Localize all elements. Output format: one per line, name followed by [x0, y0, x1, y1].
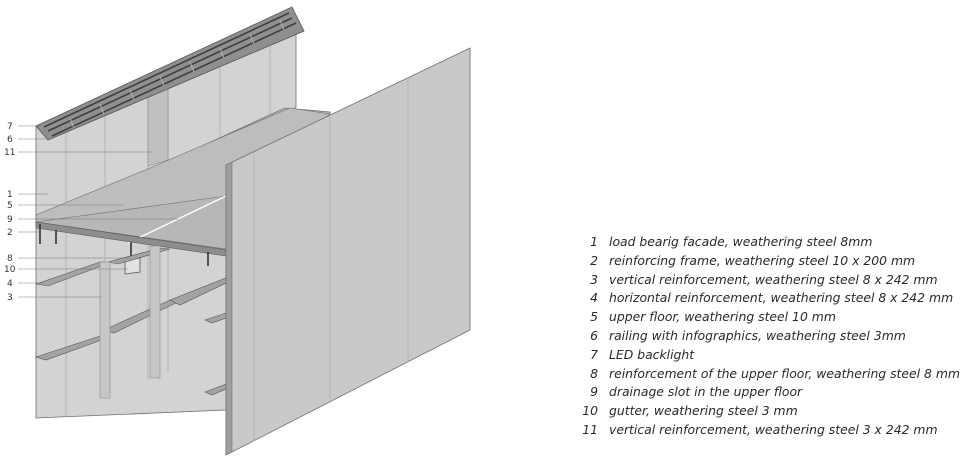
legend-number: 9: [590, 384, 598, 400]
grating-cross-bars: [69, 19, 285, 129]
legend-number: 4: [590, 290, 598, 306]
front-facade-joints: [253, 78, 409, 441]
legend-item: 6 railing with infographics, weathering …: [578, 327, 958, 346]
legend-text: load bearig facade, weathering steel 8mm: [609, 234, 873, 249]
legend-item: 4 horizontal reinforcement, weathering s…: [578, 289, 958, 308]
legend-item: 5 upper floor, weathering steel 10 mm: [578, 308, 958, 327]
legend-text: reinforcing frame, weathering steel 10 x…: [609, 252, 916, 268]
legend-number: 6: [590, 327, 598, 343]
legend-item: 10 gutter, weathering steel 3 mm: [578, 402, 958, 421]
callout-4: 4: [7, 279, 13, 289]
callout-9: 9: [7, 215, 13, 225]
legend-item: 8 reinforcement of the upper floor, weat…: [578, 365, 960, 384]
legend-text: horizontal reinforcement, weathering ste…: [609, 290, 954, 306]
legend-item: 9 drainage slot in the upper floor: [578, 383, 958, 402]
callout-11: 11: [4, 148, 15, 158]
legend-text: drainage slot in the upper floor: [609, 384, 803, 400]
callout-1: 1: [7, 190, 13, 200]
drainage-slot: [127, 195, 227, 244]
legend-text: vertical reinforcement, weathering steel…: [609, 271, 938, 287]
legend-text: gutter, weathering steel 3 mm: [609, 403, 798, 419]
legend-text: vertical reinforcement, weathering steel…: [609, 421, 938, 437]
callout-leaders: [18, 125, 178, 298]
legend-item: 3 vertical reinforcement, weathering ste…: [578, 271, 958, 290]
legend-number: 1: [590, 234, 598, 249]
component-legend: 1 load bearig facade, weathering steel 8…: [578, 233, 960, 440]
legend-number: 7: [590, 346, 598, 362]
callout-7: 7: [7, 122, 13, 132]
callout-3: 3: [7, 293, 13, 303]
legend-item: 11 vertical reinforcement, weathering st…: [578, 421, 958, 440]
callout-5: 5: [7, 201, 13, 211]
legend-item: 1 load bearig facade, weathering steel 8…: [578, 233, 958, 252]
legend-text: reinforcement of the upper floor, weathe…: [609, 365, 960, 381]
legend-item: 7 LED backlight: [578, 346, 958, 365]
vertical-reinforcements: [99, 245, 161, 399]
legend-text: LED backlight: [609, 346, 695, 362]
front-facade-return: [225, 161, 233, 456]
callout-2: 2: [7, 228, 13, 238]
legend-text: upper floor, weathering steel 10 mm: [609, 309, 836, 325]
callout-6: 6: [7, 135, 13, 145]
legend-number: 10: [582, 403, 598, 419]
callout-8: 8: [7, 254, 13, 264]
horizontal-reinforcements: [34, 247, 227, 396]
legend-number: 11: [582, 421, 598, 437]
railing-grating: [35, 6, 305, 141]
callout-10: 10: [4, 265, 16, 275]
legend-number: 3: [590, 271, 598, 287]
legend-text: railing with infographics, weathering st…: [609, 327, 906, 343]
legend-number: 8: [590, 365, 598, 381]
legend-number: 2: [590, 252, 598, 268]
legend-number: 5: [590, 309, 598, 325]
legend-item: 2 reinforcing frame, weathering steel 10…: [578, 252, 958, 271]
callout-labels: 7 6 11 1 5 9 2 8 10 4 3: [4, 122, 16, 303]
